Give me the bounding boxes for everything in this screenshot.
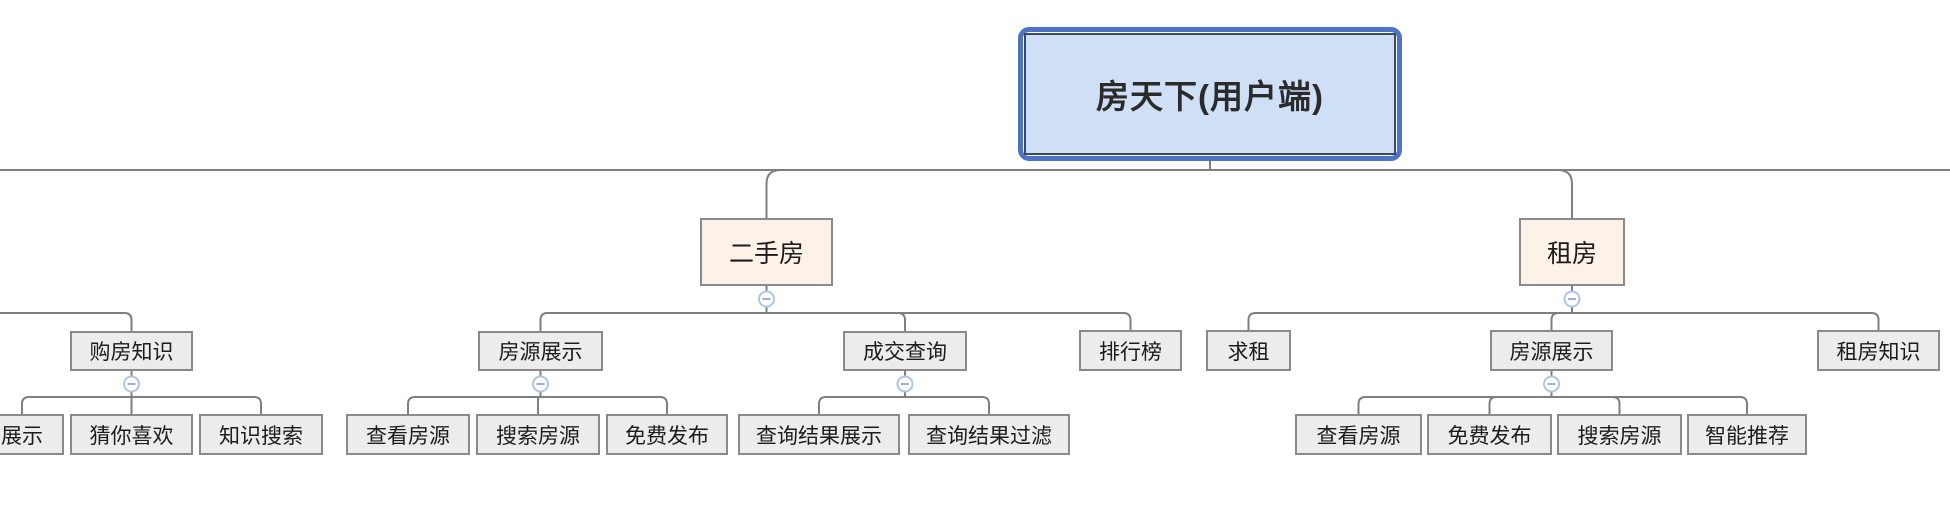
node-label: 购房知识 xyxy=(89,341,174,364)
node-label: 展示 xyxy=(1,424,43,448)
node-free-publish-rent[interactable]: 免费发布 xyxy=(1427,414,1552,455)
connector xyxy=(1488,396,1552,414)
node-ranking-list[interactable]: 排行榜 xyxy=(1079,330,1182,371)
node-view-listings-rent[interactable]: 查看房源 xyxy=(1295,414,1422,455)
node-label: 猜你喜欢 xyxy=(89,424,174,448)
node-purchase-knowledge[interactable]: 购房知识 xyxy=(70,331,193,371)
node-root-topic[interactable]: 房天下(用户端) xyxy=(1018,27,1402,161)
node-query-result-filter[interactable]: 查询结果过滤 xyxy=(908,414,1070,455)
node-search-listings-rent[interactable]: 搜索房源 xyxy=(1557,414,1682,455)
connector xyxy=(1551,396,1621,414)
node-seek-rent[interactable]: 求租 xyxy=(1206,330,1291,371)
node-label: 搜索房源 xyxy=(1577,424,1662,448)
collapse-icon[interactable] xyxy=(758,290,775,308)
node-rent-knowledge[interactable]: 租房知识 xyxy=(1817,330,1940,371)
node-label: 租房知识 xyxy=(1836,340,1921,364)
node-label: 搜索房源 xyxy=(496,424,580,448)
node-label: 查询结果展示 xyxy=(756,424,882,448)
connector xyxy=(766,312,906,331)
connector xyxy=(1247,312,1572,330)
node-listing-display-rent[interactable]: 房源展示 xyxy=(1490,330,1613,371)
node-label: 查看房源 xyxy=(1316,424,1401,448)
collapse-icon[interactable] xyxy=(532,375,549,393)
connector xyxy=(1357,396,1552,414)
collapse-icon[interactable] xyxy=(896,375,914,393)
node-knowledge-search[interactable]: 知识搜索 xyxy=(199,414,323,455)
connector xyxy=(905,396,990,414)
connector xyxy=(539,312,767,331)
connector xyxy=(1572,312,1880,330)
node-search-listings-esf[interactable]: 搜索房源 xyxy=(476,414,600,455)
node-deal-query[interactable]: 成交查询 xyxy=(843,331,967,371)
node-display-cutoff[interactable]: 展示 xyxy=(0,414,64,455)
connector xyxy=(131,396,262,414)
collapse-icon[interactable] xyxy=(123,375,140,393)
connector xyxy=(1551,396,1748,414)
node-query-result-display[interactable]: 查询结果展示 xyxy=(738,414,900,455)
root-topic-body: 房天下(用户端) xyxy=(1024,33,1396,155)
connector xyxy=(1210,169,1573,218)
node-label: 求租 xyxy=(1227,340,1270,364)
node-second-hand-house[interactable]: 二手房 xyxy=(700,218,833,286)
node-label: 知识搜索 xyxy=(219,424,303,448)
connector xyxy=(765,169,1210,218)
node-label: 房天下(用户端) xyxy=(1096,78,1324,115)
node-label: 免费发布 xyxy=(1447,424,1532,448)
node-smart-recommend[interactable]: 智能推荐 xyxy=(1687,414,1807,455)
node-label: 房源展示 xyxy=(1509,340,1594,364)
node-label: 二手房 xyxy=(728,240,804,268)
node-listing-display-esf[interactable]: 房源展示 xyxy=(478,331,603,371)
connector xyxy=(0,312,133,331)
node-label: 租房 xyxy=(1546,240,1597,268)
node-label: 房源展示 xyxy=(498,341,583,364)
node-view-listings-esf[interactable]: 查看房源 xyxy=(346,414,470,455)
connector xyxy=(407,396,541,414)
node-free-publish-esf[interactable]: 免费发布 xyxy=(606,414,728,455)
node-guess-you-like[interactable]: 猜你喜欢 xyxy=(70,414,193,455)
node-label: 免费发布 xyxy=(625,424,709,448)
node-label: 查询结果过滤 xyxy=(926,424,1052,448)
node-label: 查看房源 xyxy=(366,424,450,448)
collapse-icon[interactable] xyxy=(1563,290,1581,308)
node-label: 成交查询 xyxy=(863,341,947,364)
connector xyxy=(818,396,905,414)
node-label: 智能推荐 xyxy=(1705,424,1789,448)
collapse-icon[interactable] xyxy=(1543,375,1560,393)
node-label: 排行榜 xyxy=(1099,340,1162,364)
node-rent-house[interactable]: 租房 xyxy=(1519,218,1625,286)
connector xyxy=(21,396,132,414)
connector xyxy=(540,396,668,414)
connector xyxy=(1550,312,1572,330)
connector xyxy=(766,312,1132,330)
